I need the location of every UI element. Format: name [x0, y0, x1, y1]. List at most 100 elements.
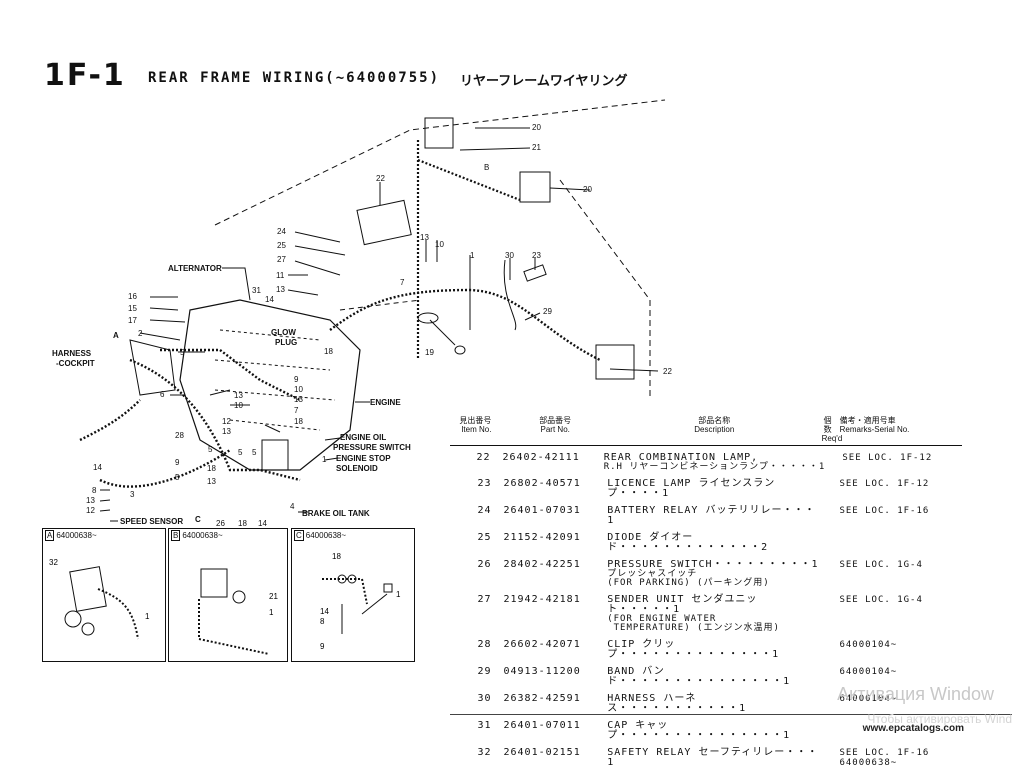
remarks: SEE LOC. 1F-16 [839, 506, 930, 516]
label-glow: GLOW [271, 328, 296, 337]
description: BAND バンド・・・・・・・・・・・・・・・1 [607, 666, 791, 687]
callout-16: 16 [128, 292, 137, 301]
callout-21: 21 [532, 143, 541, 152]
description-cell: DIODE ダイオード・・・・・・・・・・・・・2 [607, 533, 822, 553]
callout-5b: 5 [208, 445, 213, 454]
part-number: 26402-42111 [502, 452, 580, 463]
callout-13b: 13 [420, 233, 429, 242]
inset-c-callout-14: 14 [320, 607, 329, 616]
part-number: 28402-42251 [503, 559, 581, 570]
description-cell: BATTERY RELAY バッテリリレー・・・1 [607, 506, 822, 526]
part-number: 26401-02151 [503, 747, 581, 758]
description-cell: BAND バンド・・・・・・・・・・・・・・・1 [607, 667, 822, 687]
inset-b-callout-21: 21 [269, 592, 278, 601]
inset-a-callout-32: 32 [49, 558, 58, 567]
label-stop-solenoid-2: SOLENOID [336, 464, 378, 473]
required-qty [822, 694, 833, 714]
callout-13g: 13 [86, 496, 95, 505]
required-qty [822, 595, 833, 633]
lamp-rear-left [424, 117, 454, 149]
description: SAFETY RELAY セーフティリレー・・・1 [607, 747, 819, 768]
callout-23: 23 [532, 251, 541, 260]
description-cell: SENDER UNIT センダユニット・・・・・1(FOR ENGINE WAT… [607, 595, 822, 633]
callout-19: 19 [425, 348, 434, 357]
callout-13d: 13 [294, 395, 303, 404]
item-number: 24 [477, 505, 492, 516]
callout-20a: 20 [532, 123, 541, 132]
callout-13e: 13 [222, 427, 231, 436]
inset-c-callout-9: 9 [320, 642, 325, 651]
callout-22a: 22 [376, 174, 385, 183]
description: BATTERY RELAY バッテリリレー・・・1 [607, 505, 816, 526]
inset-a-callout-1: 1 [145, 612, 150, 621]
description-cell: LICENCE LAMP ライセンスランプ・・・・1 [607, 479, 822, 499]
remarks [833, 533, 962, 553]
label-alternator: ALTERNATOR [168, 264, 222, 273]
item-number: 26 [477, 559, 492, 570]
item-number: 31 [477, 720, 492, 731]
callout-29: 29 [543, 307, 552, 316]
callout-5a: 5 [180, 348, 185, 357]
callout-18a: 18 [294, 417, 303, 426]
description: CLIP クリップ・・・・・・・・・・・・・・1 [607, 639, 780, 660]
remarks: SEE LOC. 1F-12 [839, 479, 930, 489]
lamp-rear-right [519, 171, 551, 203]
label-engine: ENGINE [370, 398, 401, 407]
description-cell: CAP キャップ・・・・・・・・・・・・・・・1 [607, 721, 822, 741]
label-stop-solenoid-1: ENGINE STOP [336, 454, 391, 463]
label-plug: PLUG [275, 338, 297, 347]
page-title: REAR FRAME WIRING(~64000755) [148, 70, 441, 86]
item-number: 27 [477, 594, 492, 605]
callout-5c: 5 [238, 448, 243, 457]
site-url[interactable]: www.epcatalogs.com [862, 723, 964, 734]
inset-c-callout-18: 18 [332, 552, 341, 561]
required-qty [822, 667, 833, 687]
item-number: 28 [477, 639, 492, 650]
callout-15: 15 [128, 304, 137, 313]
part-number: 26401-07031 [503, 505, 581, 516]
callout-7b: 7 [294, 406, 299, 415]
item-number: 23 [477, 478, 492, 489]
item-number: 29 [477, 666, 492, 677]
description: CAP キャップ・・・・・・・・・・・・・・・1 [607, 720, 791, 741]
activation-watermark-line2: Чтобы активировать Wind [867, 712, 1012, 726]
callout-12: 12 [222, 417, 231, 426]
description-cell: HARNESS ハーネス・・・・・・・・・・・1 [607, 694, 822, 714]
required-qty [822, 479, 833, 499]
callout-1b: 1 [322, 455, 327, 464]
callout-20b: 20 [583, 185, 592, 194]
inset-c-callout-8: 8 [320, 617, 325, 626]
required-qty [825, 453, 836, 472]
remarks: SEE LOC. 1G-4 [839, 595, 923, 605]
callout-b: B [484, 163, 489, 172]
callout-9a: 9 [294, 375, 299, 384]
label-harness: HARNESS [52, 349, 92, 358]
description-cell: REAR COMBINATION LAMP,R.H リヤーコンビネーションランプ… [604, 453, 826, 472]
callout-10a: 10 [435, 240, 444, 249]
callout-25: 25 [277, 241, 286, 250]
required-qty [822, 506, 833, 526]
description-cell: SAFETY RELAY セーフティリレー・・・1 [607, 748, 822, 768]
description-cell: CLIP クリップ・・・・・・・・・・・・・・1 [607, 640, 822, 660]
part-number: 26382-42591 [503, 693, 581, 704]
callout-24: 24 [277, 227, 286, 236]
callout-5e: 5 [175, 473, 180, 482]
item-number: 30 [477, 693, 492, 704]
part-number: 26802-40571 [503, 478, 581, 489]
description: SENDER UNIT センダユニット・・・・・1 [607, 594, 758, 615]
callout-14c: 14 [258, 519, 267, 528]
label-brake-oil-tank: BRAKE OIL TANK [302, 509, 370, 518]
callout-18d: 18 [238, 519, 247, 528]
required-qty [822, 533, 833, 553]
callout-22b: 22 [663, 367, 672, 376]
part-number: 21152-42091 [503, 532, 581, 543]
remarks: SEE LOC. 1G-4 [839, 560, 923, 570]
